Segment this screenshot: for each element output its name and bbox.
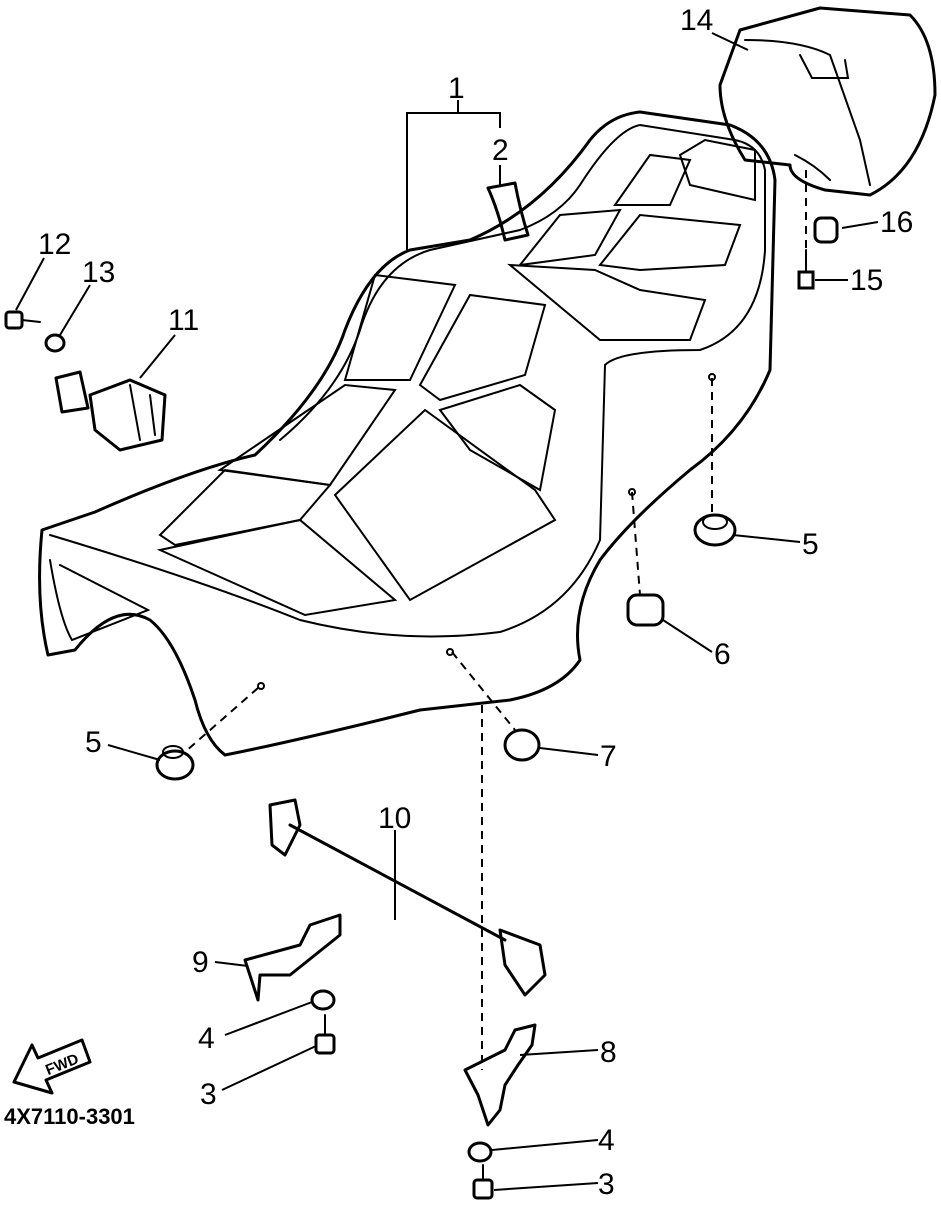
bracket-8 <box>463 1023 537 1127</box>
callout-9: 9 <box>192 946 209 979</box>
callout-4-right: 4 <box>598 1124 615 1157</box>
callout-14: 14 <box>680 4 713 37</box>
callout-16: 16 <box>880 206 913 239</box>
assembly-lines <box>184 170 807 1070</box>
callout-numbers: 1 2 14 16 15 12 13 11 5 6 7 5 10 9 4 3 8… <box>38 4 913 1201</box>
callout-2: 2 <box>492 134 509 167</box>
callout-5-left: 5 <box>85 726 102 759</box>
bolt-3-right <box>472 1164 494 1200</box>
leader-lines <box>15 32 879 1191</box>
bolt-15 <box>797 249 815 290</box>
release-cable <box>268 798 547 997</box>
callout-7: 7 <box>600 740 617 773</box>
callout-1: 1 <box>448 72 465 105</box>
bracket-9 <box>243 913 342 1002</box>
callout-12: 12 <box>38 228 71 261</box>
damper-16 <box>813 216 839 244</box>
callout-11: 11 <box>168 304 199 337</box>
washer-4-right <box>467 1141 493 1163</box>
rear-cowling <box>718 6 937 197</box>
damper-5-right <box>693 513 737 547</box>
damper-6 <box>626 593 665 627</box>
callout-13: 13 <box>82 256 115 289</box>
seat-assembly <box>38 110 777 757</box>
callout-3-left: 3 <box>200 1078 217 1111</box>
part-code: 4X7110-3301 <box>4 1104 135 1129</box>
seat-strap <box>486 181 530 242</box>
bolt-12 <box>4 310 41 330</box>
callout-5-right: 5 <box>802 528 819 561</box>
callout-4-left: 4 <box>198 1022 215 1055</box>
damper-7 <box>503 728 541 762</box>
callout-3-right: 3 <box>598 1168 615 1201</box>
damper-5-left <box>155 745 195 781</box>
seat-lock <box>54 370 167 452</box>
callout-6: 6 <box>714 638 731 671</box>
washer-13 <box>44 333 66 353</box>
callout-10: 10 <box>378 802 411 835</box>
washer-4-left <box>310 989 336 1011</box>
callout-15: 15 <box>850 264 883 297</box>
callout-8: 8 <box>600 1036 617 1069</box>
forward-arrow-icon: FWD <box>12 1038 92 1095</box>
bolt-3-left <box>314 1014 336 1055</box>
